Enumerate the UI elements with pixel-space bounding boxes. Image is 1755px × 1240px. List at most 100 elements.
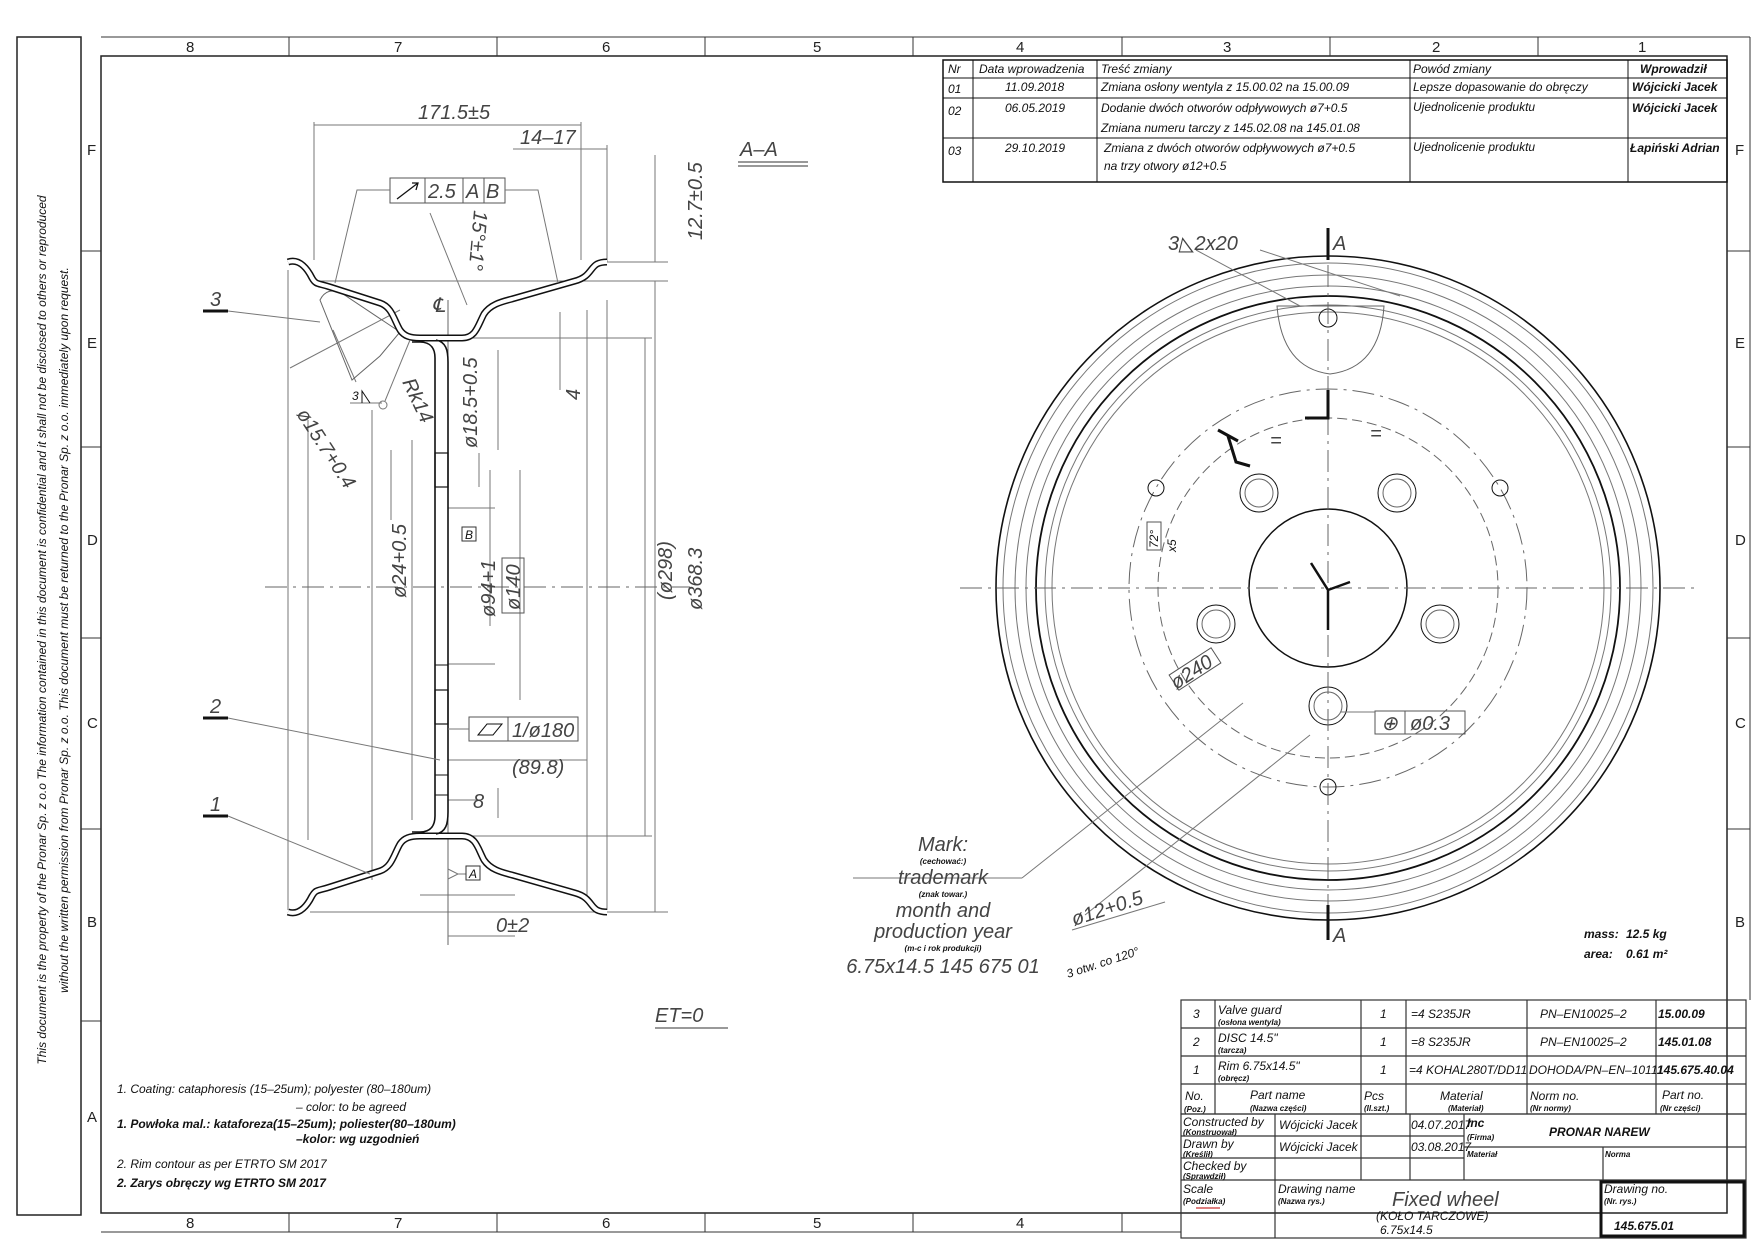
constructed-date: 04.07.2017 <box>1411 1118 1472 1132</box>
radius-dim: Rk14 <box>397 375 437 427</box>
section-title: A–A <box>739 139 778 161</box>
mass-value: 12.5 kg <box>1626 927 1667 941</box>
confidentiality-note: This document is the property of the Pro… <box>35 195 71 1064</box>
rev-header-nr: Nr <box>948 62 962 76</box>
zone-col-4-bottom: 4 <box>1016 1215 1024 1232</box>
flatness-icon <box>476 723 504 736</box>
angle-dim: 15°±1° <box>464 210 491 272</box>
part-3-no: 3 <box>1193 1007 1200 1021</box>
zone-col-2: 2 <box>1432 39 1440 56</box>
rev-row-2-change-2: Zmiana numeru tarczy z 145.02.08 na 145.… <box>1100 121 1360 135</box>
front-view: 3◺2x20 A A = = 72° x5 ø240 ⊕ ø0.3 ø12+0.… <box>960 228 1700 981</box>
area-value: 0.61 m² <box>1626 947 1668 961</box>
rev-row-3-change-2: na trzy otwory ø12+0.5 <box>1104 159 1227 173</box>
thickness-dim: 8 <box>473 791 484 813</box>
area-label: area: <box>1584 947 1613 961</box>
part-1-name-pl: (obręcz) <box>1218 1074 1249 1083</box>
section-indicator <box>1217 390 1330 468</box>
weld-note: 3◺2x20 <box>1168 233 1238 255</box>
scale-label: Scale <box>1183 1182 1213 1196</box>
drawn-date: 03.08.2017 <box>1411 1140 1472 1154</box>
valve-guard <box>1276 305 1385 375</box>
angle-dim: 72° <box>1147 530 1161 548</box>
rev-row-3-change-1: Zmiana z dwóch otworów odpływowych ø7+0.… <box>1103 141 1355 155</box>
valve-hole-dim: ø15.7+0.4 <box>292 405 360 493</box>
part-2-name-pl: (tarcza) <box>1218 1046 1247 1055</box>
scale-label-pl: (Podziałka) <box>1183 1197 1226 1206</box>
rim-profile <box>286 257 608 917</box>
offset-dim: 4 <box>563 389 585 400</box>
zone-col-1: 1 <box>1638 39 1646 56</box>
drawing-name: Fixed wheel <box>1392 1189 1499 1211</box>
part-3-name-pl: (osłona wentyla) <box>1218 1018 1281 1027</box>
constructed-label-pl: (Konstruował) <box>1183 1128 1237 1137</box>
part-1-part-no: 145.675.40.04 <box>1657 1063 1734 1077</box>
part-label-2: 2 <box>209 696 221 718</box>
part-label-1: 1 <box>210 794 221 816</box>
part-1-name: Rim 6.75x14.5" <box>1218 1059 1300 1073</box>
rev-header-date: Data wprowadzenia <box>979 62 1085 76</box>
part-3-norm: PN–EN10025–2 <box>1540 1007 1627 1021</box>
part-3-leader <box>227 310 321 323</box>
zone-col-4: 4 <box>1016 39 1024 56</box>
zone-row-d: D <box>87 532 98 549</box>
weld-size: 3 <box>352 389 359 403</box>
cut-label-bottom: A <box>1332 925 1346 947</box>
firm-name: PRONAR NAREW <box>1549 1125 1651 1139</box>
confidentiality-strip <box>16 36 82 1216</box>
header-part-name: Part name <box>1250 1088 1306 1102</box>
rev-row-2-by: Wójcicki Jacek <box>1632 101 1719 115</box>
drawing-no-label-pl: (Nr. rys.) <box>1604 1197 1637 1206</box>
zone-col-5: 5 <box>813 39 821 56</box>
note-2-pl: 2. Zarys obręczy wg ETRTO SM 2017 <box>116 1176 327 1190</box>
weld-symbol: 3 <box>350 339 411 410</box>
zone-grid <box>81 36 1751 1233</box>
rev-row-2-date: 06.05.2019 <box>1005 101 1065 115</box>
circle-dim: ø240 <box>1167 651 1217 694</box>
drawing-name-label-pl: (Nazwa rys.) <box>1278 1197 1325 1206</box>
header-part-no-pl: (Nr części) <box>1660 1104 1701 1113</box>
rev-row-3-by: Łapiński Adrian <box>1629 141 1720 155</box>
part-1-pcs: 1 <box>1380 1063 1387 1077</box>
drawing-name-pl: (KOŁO TARCZOWE) <box>1376 1209 1488 1223</box>
drawing-no-box <box>1599 1180 1746 1238</box>
zone-row-b: B <box>87 914 97 931</box>
flatness-frame: 1/ø180 <box>448 716 579 742</box>
zone-col-8-bottom: 8 <box>186 1215 194 1232</box>
et-label: ET=0 <box>655 1005 703 1027</box>
zone-row-c-right: C <box>1735 715 1746 732</box>
mark-code: 6.75x14.5 145 675 01 <box>846 956 1040 978</box>
position-icon: ⊕ <box>1381 713 1398 735</box>
mass-label: mass: <box>1584 927 1619 941</box>
datum-a-box <box>465 865 481 881</box>
firm-label: Inc <box>1467 1116 1485 1130</box>
notes: 1. Coating: cataphoresis (15–25um); poly… <box>116 1082 456 1190</box>
mark-title-pl: (cechować:) <box>920 857 967 866</box>
mark-line-2: production year <box>873 921 1013 943</box>
mark-trademark-pl: (znak towar.) <box>919 890 968 899</box>
zone-row-e: E <box>87 335 97 352</box>
rev-row-3-nr: 03 <box>948 144 962 158</box>
datum-a: A <box>468 867 477 881</box>
drain-hole-leader <box>1084 734 1311 916</box>
drawing-number: 145.675.01 <box>1614 1219 1674 1233</box>
note-1-pl: 1. Powłoka mal.: kataforeza(15–25um); po… <box>117 1117 456 1131</box>
part-2-material: =8 S235JR <box>1411 1035 1471 1049</box>
constructed-name: Wójcicki Jacek <box>1279 1118 1359 1132</box>
revision-table: Nr Data wprowadzenia Treść zmiany Powód … <box>942 59 1728 183</box>
mark-trademark: trademark <box>898 867 989 889</box>
header-norm-pl: (Nr normy) <box>1530 1104 1571 1113</box>
drawn-label: Drawn by <box>1183 1137 1235 1151</box>
rev-header-by: Wprowadził <box>1640 62 1707 76</box>
header-material-pl: (Materiał) <box>1448 1104 1484 1113</box>
drain-hole-note: 3 otw. co 120° <box>1065 944 1141 981</box>
part-3-part-no: 15.00.09 <box>1658 1007 1705 1021</box>
part-2-norm: PN–EN10025–2 <box>1540 1035 1627 1049</box>
zone-row-a: A <box>87 1109 97 1126</box>
runout-datum-b: B <box>486 181 499 203</box>
header-pcs-pl: (Il.szt.) <box>1364 1104 1390 1113</box>
zone-row-d-right: D <box>1735 532 1746 549</box>
note-1-en-color: – color: to be agreed <box>295 1100 406 1114</box>
note-2-en: 2. Rim contour as per ETRTO SM 2017 <box>116 1157 328 1171</box>
rev-row-1-date: 11.09.2018 <box>1005 80 1064 94</box>
